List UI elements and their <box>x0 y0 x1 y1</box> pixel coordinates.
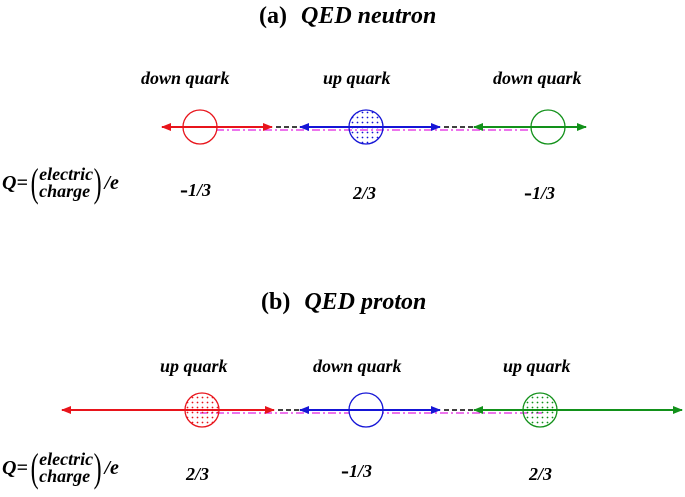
proton-diagram <box>61 392 683 428</box>
proton-quark-1-name: up quark <box>160 356 228 376</box>
formula-close-paren: ) <box>93 445 102 490</box>
formula-fraction: electric charge <box>39 448 94 486</box>
neutron-panel-name: QED neutron <box>300 3 437 29</box>
formula-top: electric <box>39 163 94 184</box>
neutron-quark-2-name: up quark <box>323 68 391 88</box>
formula-bottom: charge <box>39 181 91 201</box>
formula-open-paren: ( <box>30 445 39 490</box>
proton-quark-1-charge: 2/3 <box>186 464 210 484</box>
formula-e: e <box>110 456 119 479</box>
neutron-diagram <box>161 109 587 145</box>
neutron-quark-1-name: down quark <box>141 68 230 88</box>
formula-bottom: charge <box>39 466 91 486</box>
proton-quark-2-name: down quark <box>313 356 402 376</box>
formula-slash: / <box>104 171 111 194</box>
proton-panel-name: QED proton <box>304 289 427 315</box>
neutron-charge-formula: Q= ( electric charge ) /e <box>2 163 119 203</box>
proton-quark-2-charge: -1/3 <box>341 458 373 484</box>
neutron-quark-1-charge: -1/3 <box>180 177 212 203</box>
proton-quark-3-charge: 2/3 <box>529 464 553 484</box>
neutron-quark-2-charge: 2/3 <box>353 183 377 203</box>
formula-e: e <box>110 171 119 194</box>
neutron-panel-label: (a) <box>259 3 287 29</box>
neutron-quark-3-name: down quark <box>493 68 582 88</box>
proton-panel-label: (b) <box>261 289 291 315</box>
formula-fraction: electric charge <box>39 163 94 201</box>
proton-title: (b) QED proton <box>261 290 426 314</box>
formula-close-paren: ) <box>93 160 102 205</box>
formula-open-paren: ( <box>30 160 39 205</box>
formula-q: Q= <box>2 456 28 479</box>
neutron-title: (a) QED neutron <box>259 4 436 28</box>
formula-q: Q= <box>2 171 28 194</box>
formula-top: electric <box>39 448 94 469</box>
proton-charge-formula: Q= ( electric charge ) /e <box>2 448 119 488</box>
formula-slash: / <box>104 456 111 479</box>
proton-quark-3-name: up quark <box>503 356 571 376</box>
neutron-quark-3-charge: -1/3 <box>524 180 556 206</box>
